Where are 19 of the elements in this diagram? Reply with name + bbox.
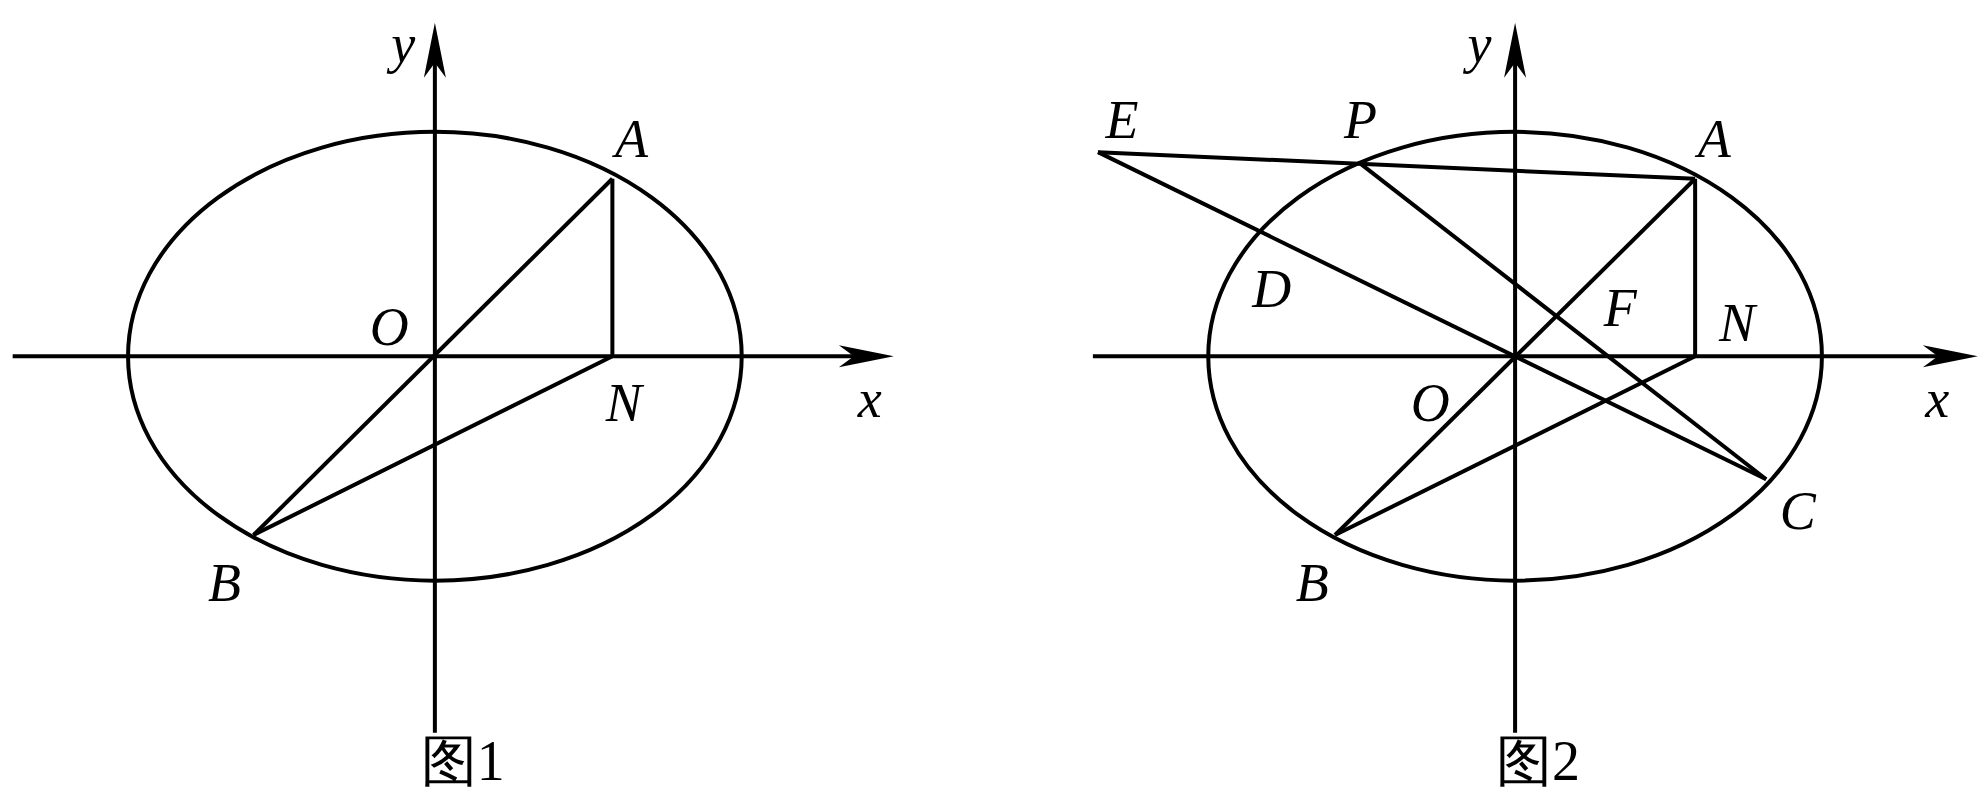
point-label: B bbox=[1295, 556, 1329, 611]
line-segment bbox=[252, 177, 614, 537]
point-label: A bbox=[1697, 112, 1731, 167]
point-label: O bbox=[369, 300, 409, 355]
point-label: E bbox=[1105, 93, 1139, 148]
point-label: D bbox=[1252, 262, 1292, 317]
line-segment bbox=[1693, 178, 1698, 357]
line-segment bbox=[610, 178, 615, 357]
axis-label: x bbox=[1925, 372, 1950, 427]
point-label: B bbox=[207, 556, 241, 611]
point-label: O bbox=[1410, 376, 1450, 431]
point-label: P bbox=[1343, 93, 1377, 148]
figure-caption: 图2 bbox=[1495, 732, 1580, 789]
axis-label: x bbox=[857, 372, 882, 427]
figure-caption: 图1 bbox=[420, 732, 505, 789]
point-label: F bbox=[1603, 281, 1637, 336]
point-label: C bbox=[1779, 483, 1816, 538]
line-segment bbox=[1097, 150, 1696, 181]
point-label: A bbox=[614, 112, 648, 167]
